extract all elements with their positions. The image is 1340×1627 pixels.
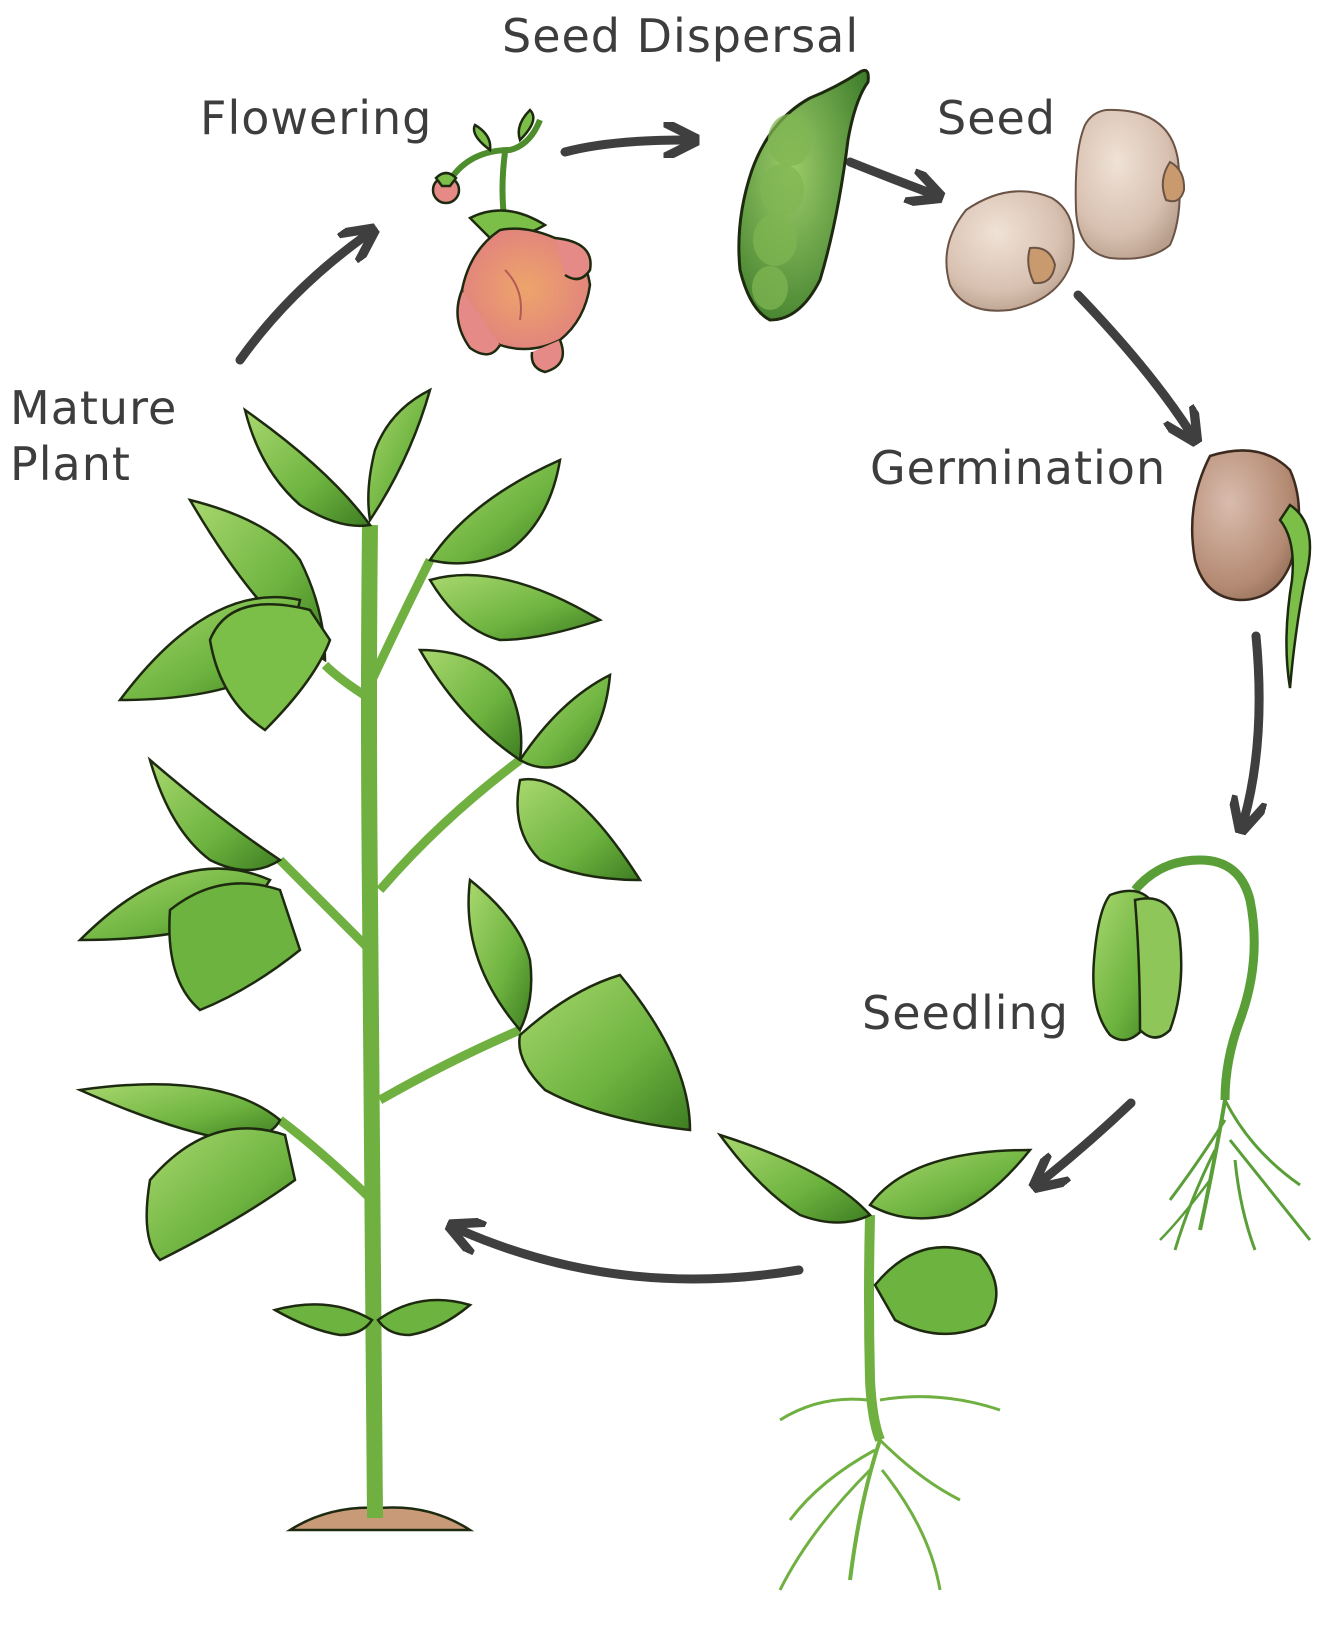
arrow-flowering-to-dispersal (565, 140, 685, 152)
label-seedling: Seedling (862, 985, 1069, 1041)
cycle-arrows (240, 140, 1259, 1279)
young-plant-illustration (720, 1135, 1030, 1590)
label-germination: Germination (870, 440, 1166, 496)
mature-plant-illustration (80, 390, 690, 1530)
seed-pod-illustration (739, 70, 868, 320)
label-flowering: Flowering (200, 90, 432, 146)
arrow-dispersal-to-seed (850, 162, 930, 193)
arrow-germination-to-seedling (1244, 636, 1259, 820)
arrow-mature-to-flowering (240, 236, 365, 360)
label-mature-plant: Mature Plant (10, 380, 177, 492)
arrow-young-plant-to-mature (460, 1230, 799, 1279)
arrow-seedling-to-young-plant (1043, 1103, 1131, 1180)
germination-illustration (1192, 450, 1310, 688)
label-seed: Seed (937, 90, 1056, 146)
arrow-seed-to-germination (1078, 295, 1190, 432)
label-seed-dispersal: Seed Dispersal (502, 8, 859, 64)
seedling-illustration (1093, 860, 1310, 1250)
